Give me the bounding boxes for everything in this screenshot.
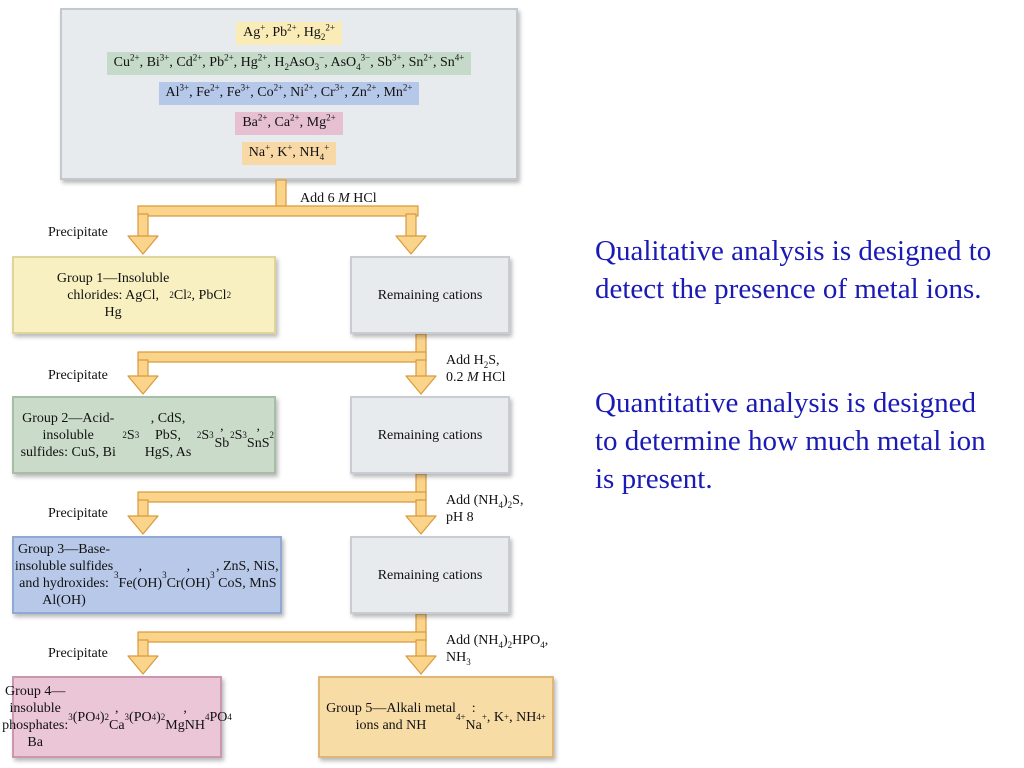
- reagent-label-1: Add 6 M HCl: [300, 191, 377, 206]
- precipitate-label-2: Precipitate: [48, 368, 108, 383]
- arrow-left-shaft-1: [137, 213, 149, 239]
- remaining-cations-box-2: Remaining cations: [350, 396, 510, 474]
- cation-chip-group3: Al3+, Fe2+, Fe3+, Co2+, Ni2+, Cr3+, Zn2+…: [158, 82, 420, 105]
- arrow-left-shaft-4: [137, 639, 149, 659]
- precipitate-label-4: Precipitate: [48, 646, 108, 661]
- quantitative-analysis-text: Quantitative analysis is designed to det…: [595, 387, 986, 495]
- arrow-left-head-3: [127, 515, 159, 535]
- arrow-right-head-4: [405, 655, 437, 675]
- arrow-bar-1: [137, 205, 419, 217]
- arrow-right-shaft-4: [415, 639, 427, 659]
- arrow-bar-2: [137, 351, 427, 363]
- arrow-left-head-1: [127, 235, 159, 255]
- arrow-left-head-2: [127, 375, 159, 395]
- qualitative-analysis-text: Qualitative analysis is designed to dete…: [595, 235, 992, 305]
- arrow-right-head-2: [405, 375, 437, 395]
- cation-chip-group1: Ag+, Pb2+, Hg22+: [236, 22, 342, 45]
- cation-mixture-box: Ag+, Pb2+, Hg22+ Cu2+, Bi3+, Cd2+, Pb2+,…: [60, 8, 518, 180]
- remaining-cations-box-1: Remaining cations: [350, 256, 510, 334]
- arrow-bar-3: [137, 491, 427, 503]
- arrow-right-shaft-1: [405, 213, 417, 239]
- arrow-right-head-1: [395, 235, 427, 255]
- cation-chip-group5: Na+, K+, NH4+: [241, 142, 337, 165]
- cation-chip-group2: Cu2+, Bi3+, Cd2+, Pb2+, Hg2+, H2AsO3−, A…: [106, 52, 472, 75]
- reagent-label-3: Add (NH4)2S,pH 8: [446, 493, 524, 525]
- arrow-left-head-4: [127, 655, 159, 675]
- arrow-bar-4: [137, 631, 427, 643]
- arrow-right-shaft-3: [415, 499, 427, 519]
- arrow-left-shaft-3: [137, 499, 149, 519]
- precipitate-label-3: Precipitate: [48, 506, 108, 521]
- precipitate-label-1: Precipitate: [48, 225, 108, 240]
- arrow-left-shaft-2: [137, 359, 149, 379]
- reagent-label-2: Add H2S,0.2 M HCl: [446, 353, 506, 385]
- flow-arrows: [127, 179, 437, 675]
- arrow-right-shaft-2: [415, 359, 427, 379]
- reagent-label-4: Add (NH4)2HPO4,NH3: [446, 633, 549, 667]
- arrow-right-head-3: [405, 515, 437, 535]
- remaining-cations-box-3: Remaining cations: [350, 536, 510, 614]
- cation-chip-group4: Ba2+, Ca2+, Mg2+: [235, 112, 343, 135]
